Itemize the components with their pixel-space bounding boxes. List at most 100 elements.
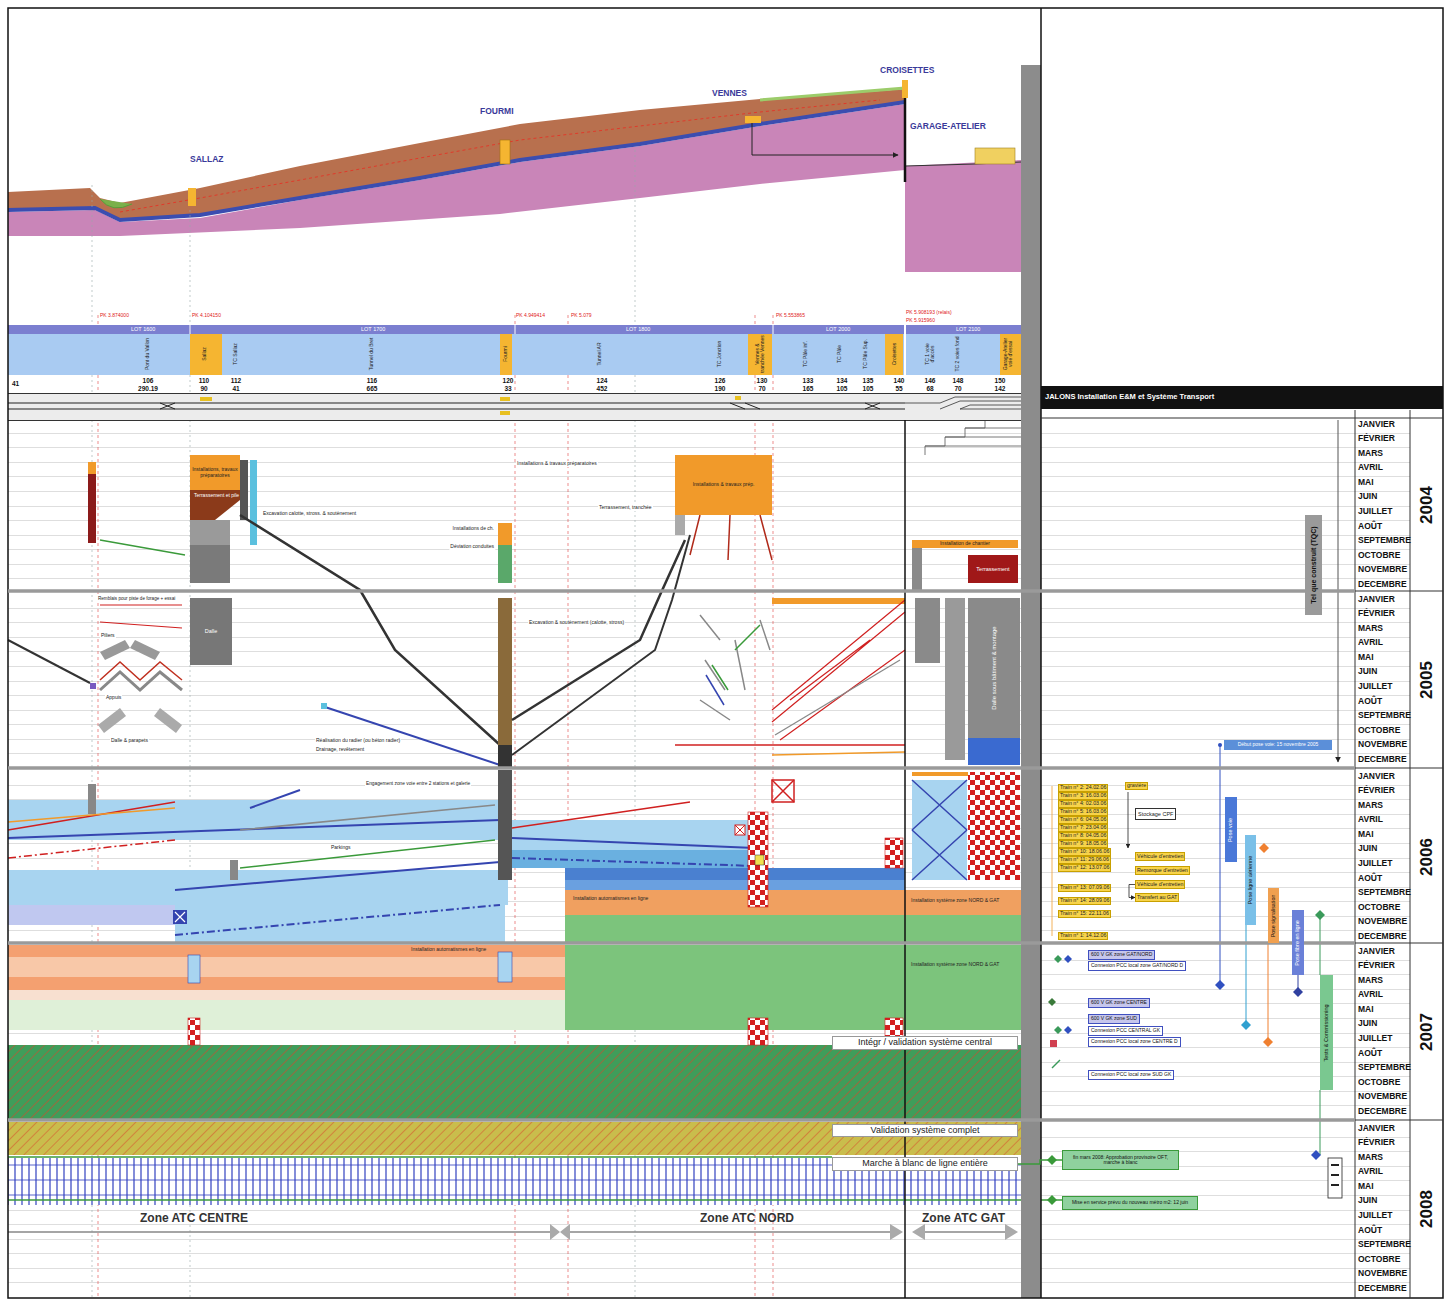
section-length: 142	[995, 385, 1006, 392]
milestone-note: Début pose voie: 15 novembre 2005	[1224, 740, 1332, 750]
chainage-mark: PK 4.949414	[516, 313, 545, 319]
box-text: Train n° 2: 24.02.06	[1060, 785, 1106, 791]
task-text: Terrassement, tranchée	[598, 505, 653, 511]
year-separators	[1355, 767, 1443, 768]
milestone-lines	[1052, 786, 1053, 936]
year-separators	[8, 418, 1443, 1120]
milestone-lines	[1048, 998, 1056, 1006]
train-delivery-box: Train n° 5: 16.03.06	[1058, 808, 1108, 816]
month-grid	[8, 799, 1410, 800]
track-diagram	[8, 408, 905, 409]
works-2008	[8, 1199, 1062, 1201]
geological-profile	[120, 100, 880, 212]
works-2005	[512, 535, 690, 755]
year-separators	[8, 589, 1355, 593]
month-name: FÉVRIER	[1358, 609, 1395, 618]
box-text: LOT 2000	[826, 326, 850, 332]
month-name: AVRIL	[1358, 1167, 1383, 1176]
station-name: GARAGE-ATELIER	[910, 122, 986, 131]
box-text: 600 V GK zone GAT/NORD	[1091, 952, 1152, 958]
task-box: Installations, travaux préparatoires	[190, 455, 240, 490]
box-text: JALONS Installation E&M et Système Trans…	[1045, 393, 1214, 401]
works-2005	[498, 745, 512, 768]
works-2008	[560, 1224, 570, 1240]
month-name: MARS	[1358, 449, 1383, 458]
works-2004	[190, 545, 230, 583]
station-strip	[515, 325, 516, 334]
box-text: Marche à blanc de ligne entière	[862, 1159, 988, 1169]
works-2005	[100, 672, 182, 690]
task-box: Installations & travaux prép.	[675, 455, 772, 515]
month-name: JUIN	[1358, 667, 1377, 676]
month-name: AOÛT	[1358, 1049, 1382, 1058]
task-box: Dalle sous bâtiment & montage	[968, 598, 1020, 738]
month-name: FÉVRIER	[1358, 1138, 1395, 1147]
year-separators	[8, 1118, 1355, 1122]
section-name: TC Sallaz	[233, 335, 238, 373]
month-grid	[8, 1268, 1410, 1269]
box-text: Stockage CPF	[1138, 811, 1173, 817]
month-name: MAI	[1358, 1005, 1374, 1014]
works-2007	[8, 1045, 1021, 1120]
section-name: TC Pâle	[837, 335, 842, 373]
works-2007	[8, 957, 565, 977]
section-length: 70	[954, 385, 961, 392]
zone-name: Zone ATC CENTRE	[140, 1212, 248, 1225]
milestone-lines	[1054, 1026, 1062, 1034]
activity-bar: Pose signalisation	[1268, 888, 1279, 943]
works-2007	[188, 1018, 200, 1045]
track-diagram	[160, 403, 880, 409]
month-name: JUIN	[1358, 844, 1377, 853]
box-text: Train n° 10: 18.06.06	[1060, 849, 1109, 855]
phase-label-box: Validation système complet	[832, 1124, 1018, 1137]
milestone-lines	[1246, 925, 1247, 1025]
works-2004	[190, 490, 240, 520]
chainage-mark: PK 5.908193 (relais)	[906, 310, 952, 316]
track-diagram	[8, 393, 1021, 420]
section-length: 165	[803, 385, 814, 392]
works-2008	[1047, 1195, 1057, 1205]
station-name: CROISETTES	[880, 66, 934, 75]
train-delivery-box: Train n° 11: 29.06.06	[1058, 856, 1111, 864]
works-2005	[498, 598, 512, 745]
month-name: FÉVRIER	[1358, 786, 1395, 795]
note-box: Stockage CPF	[1135, 808, 1176, 820]
train-delivery-box: Train n° 13: 07.09.06	[1058, 884, 1111, 892]
station-strip	[1000, 334, 1021, 375]
month-name: NOVEMBRE	[1358, 1092, 1407, 1101]
geological-profile	[975, 148, 1015, 164]
task-text: Engagement zone voie entre 2 stations et…	[365, 781, 471, 786]
works-2006	[772, 780, 794, 802]
month-name: AVRIL	[1358, 815, 1383, 824]
section-name: Sallaz	[202, 335, 207, 373]
section-name: Fourmi	[503, 335, 508, 373]
month-name: MARS	[1358, 624, 1383, 633]
works-2007	[8, 1000, 565, 1030]
frame	[8, 8, 1443, 1298]
month-name: JUIN	[1358, 1019, 1377, 1028]
box-text: Train n° 5: 16.03.06	[1060, 809, 1106, 815]
month-grid	[8, 710, 1410, 711]
milestone-lines	[1048, 420, 1342, 1198]
track-diagram	[8, 393, 1021, 455]
month-name: AVRIL	[1358, 463, 1383, 472]
track-diagram	[8, 393, 1021, 394]
chainage-mark: PK 5.079	[571, 313, 592, 319]
works-2006	[565, 890, 1021, 915]
track-diagram	[905, 397, 1021, 409]
panel-header: JALONS Installation E&M et Système Trans…	[1041, 386, 1443, 409]
month-name: AVRIL	[1358, 638, 1383, 647]
year-label: 2006	[1418, 838, 1437, 876]
month-name: JUIN	[1358, 492, 1377, 501]
task-text: Drainage, revêtement	[315, 747, 365, 753]
milestone-lines	[1052, 1060, 1060, 1068]
works-2005	[8, 535, 1020, 768]
zone-name: Zone ATC GAT	[922, 1212, 1005, 1225]
year-separators	[8, 766, 1355, 770]
task-text: Terrassement et pile	[193, 493, 240, 499]
task-text: Installation système zone NORD & GAT	[910, 962, 1000, 968]
works-2004	[912, 545, 922, 590]
month-grid	[8, 739, 1410, 740]
task-text: Installation automatismes en ligne	[410, 947, 487, 953]
